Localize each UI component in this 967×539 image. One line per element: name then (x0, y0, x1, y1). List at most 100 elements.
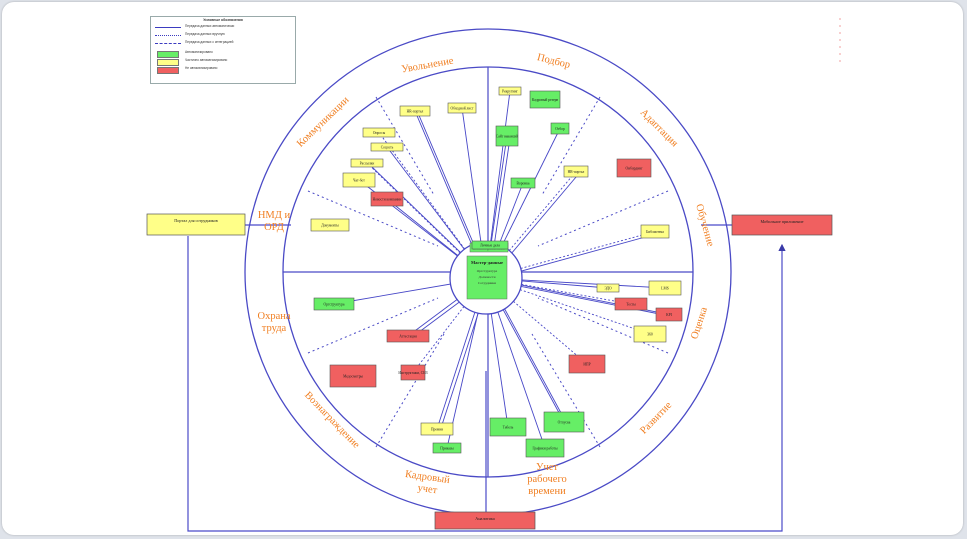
process-node-box (633, 325, 667, 343)
legend-line-symbol (155, 35, 181, 36)
process-node-box (399, 105, 431, 117)
process-node-box (386, 329, 430, 343)
process-node-box (342, 172, 376, 188)
process-node-box (370, 191, 404, 207)
process-node-box (648, 280, 682, 296)
process-node-label: Премии (431, 427, 443, 431)
process-node-label: LMS (661, 286, 668, 290)
process-node[interactable]: Новости компании (370, 191, 404, 207)
legend-item-label: Передача данных с интеграцией (185, 40, 234, 44)
legend-item-label: Частично автоматизировано (185, 58, 228, 62)
analytics-box[interactable]: Аналитика (434, 511, 536, 530)
legend-swatch (157, 67, 179, 74)
process-node[interactable]: Кадровый резерв (529, 90, 561, 109)
legend-line-symbol (155, 27, 181, 28)
employee-portal-box[interactable]: Портал для сотрудников (146, 213, 246, 236)
process-node[interactable]: Рекрутинг (498, 86, 522, 96)
process-node-label: KPI (666, 313, 673, 317)
process-node-label: Личные дела (480, 243, 500, 247)
process-node[interactable]: Рассылки (350, 158, 384, 168)
process-node[interactable]: Медосмотры (329, 364, 377, 388)
process-node[interactable]: HR-портал (399, 105, 431, 117)
process-node[interactable]: Личные дела (471, 240, 509, 250)
process-node-label: Новости компании (373, 197, 402, 201)
process-node-label: Инструктажи, СИЗ (398, 371, 427, 376)
process-node-label: Тесты (626, 302, 636, 306)
process-node[interactable]: Отбор (550, 122, 570, 135)
sector-label-uvolnenie: Увольнение (401, 56, 455, 76)
process-node[interactable]: ЭДО (596, 283, 620, 293)
connection-line-n12 (366, 162, 487, 279)
legend-item: Передача данных с интеграцией (155, 40, 291, 48)
legend-item-label: Передача данных автоматически (185, 24, 235, 28)
process-node[interactable]: HR-портал (563, 165, 589, 178)
process-node[interactable]: Воронка (510, 177, 536, 189)
process-node-box (550, 122, 570, 135)
process-node[interactable]: LMS (648, 280, 682, 296)
master-data-hub[interactable]: Штатное расписание Мастер-данные Оргстру… (449, 241, 523, 315)
process-node[interactable]: Онбординг (616, 158, 652, 178)
legend-item: Передача данных автоматически (155, 24, 291, 32)
process-node[interactable]: Оргструктура (313, 297, 355, 311)
process-node[interactable]: Чат-бот (342, 172, 376, 188)
sector-label-podbor: Подбор (536, 52, 571, 71)
process-node[interactable]: Табель (489, 417, 527, 437)
process-node[interactable]: Приказы (432, 442, 462, 454)
sector-dividers (307, 96, 669, 448)
process-node[interactable]: 360 (633, 325, 667, 343)
process-node-box (596, 283, 620, 293)
process-node-box (510, 177, 536, 189)
process-node-box (350, 158, 384, 168)
mobile-app-box[interactable]: Мобильное приложение (731, 214, 833, 236)
master-data-line-1: Оргструктура (477, 269, 498, 273)
process-node[interactable]: Графики работы (525, 438, 565, 458)
process-node-box (563, 165, 589, 178)
process-node-label: Графики работы (532, 446, 558, 450)
process-node[interactable]: Документы (310, 218, 350, 232)
process-node[interactable]: Сайт вакансий (495, 125, 519, 147)
process-node[interactable]: ИПР (568, 354, 606, 374)
process-node-box (471, 240, 509, 250)
process-node-box (655, 307, 683, 322)
process-node-label: Опросы (373, 131, 386, 135)
process-node-label: ЭДО (604, 286, 612, 290)
process-node[interactable]: Отпуска (543, 411, 585, 433)
sector-label-voznagrazhdenie: Вознаграждение (302, 390, 362, 451)
process-node-box (616, 158, 652, 178)
master-data-title: Мастер-данные (471, 260, 503, 265)
process-node[interactable]: Премии (420, 422, 454, 436)
process-node-box (640, 224, 670, 239)
process-node[interactable]: Соцсеть (370, 142, 404, 152)
sector-label-uchet-2: рабочего (527, 474, 566, 485)
process-node-box (525, 438, 565, 458)
process-node[interactable]: Опросы (362, 127, 396, 138)
legend-item: Не автоматизировано (155, 66, 291, 74)
process-node[interactable]: Аттестация (386, 329, 430, 343)
process-node[interactable]: Инструктажи, СИЗ (398, 364, 428, 381)
process-node[interactable]: Обходной лист (447, 102, 477, 114)
process-node-label: Отбор (555, 127, 565, 131)
process-node-label: Онбординг (625, 166, 643, 170)
process-node[interactable]: KPI (655, 307, 683, 322)
process-node-label: Табель (503, 425, 514, 429)
process-node[interactable]: Библиотека (640, 224, 670, 239)
process-node-box (400, 364, 426, 381)
process-node-box (362, 127, 396, 138)
process-node[interactable]: Тесты (614, 297, 648, 311)
process-node-box (614, 297, 648, 311)
process-node-label: Документы (321, 223, 339, 227)
process-node-label: Рекрутинг (502, 89, 518, 93)
sector-label-otsenka: Оценка (689, 305, 710, 340)
process-node-label: Медосмотры (343, 374, 363, 378)
process-node-box (432, 442, 462, 454)
legend: Условные обозначения Передача данных авт… (150, 16, 296, 84)
legend-title: Условные обозначения (203, 18, 243, 22)
mobile-app-label: Мобильное приложение (760, 219, 803, 224)
master-data-line-3: Сотрудники (478, 281, 496, 285)
connection-line-n9 (485, 171, 577, 279)
process-node-box (313, 297, 355, 311)
process-node-label: Оргструктура (323, 302, 344, 306)
